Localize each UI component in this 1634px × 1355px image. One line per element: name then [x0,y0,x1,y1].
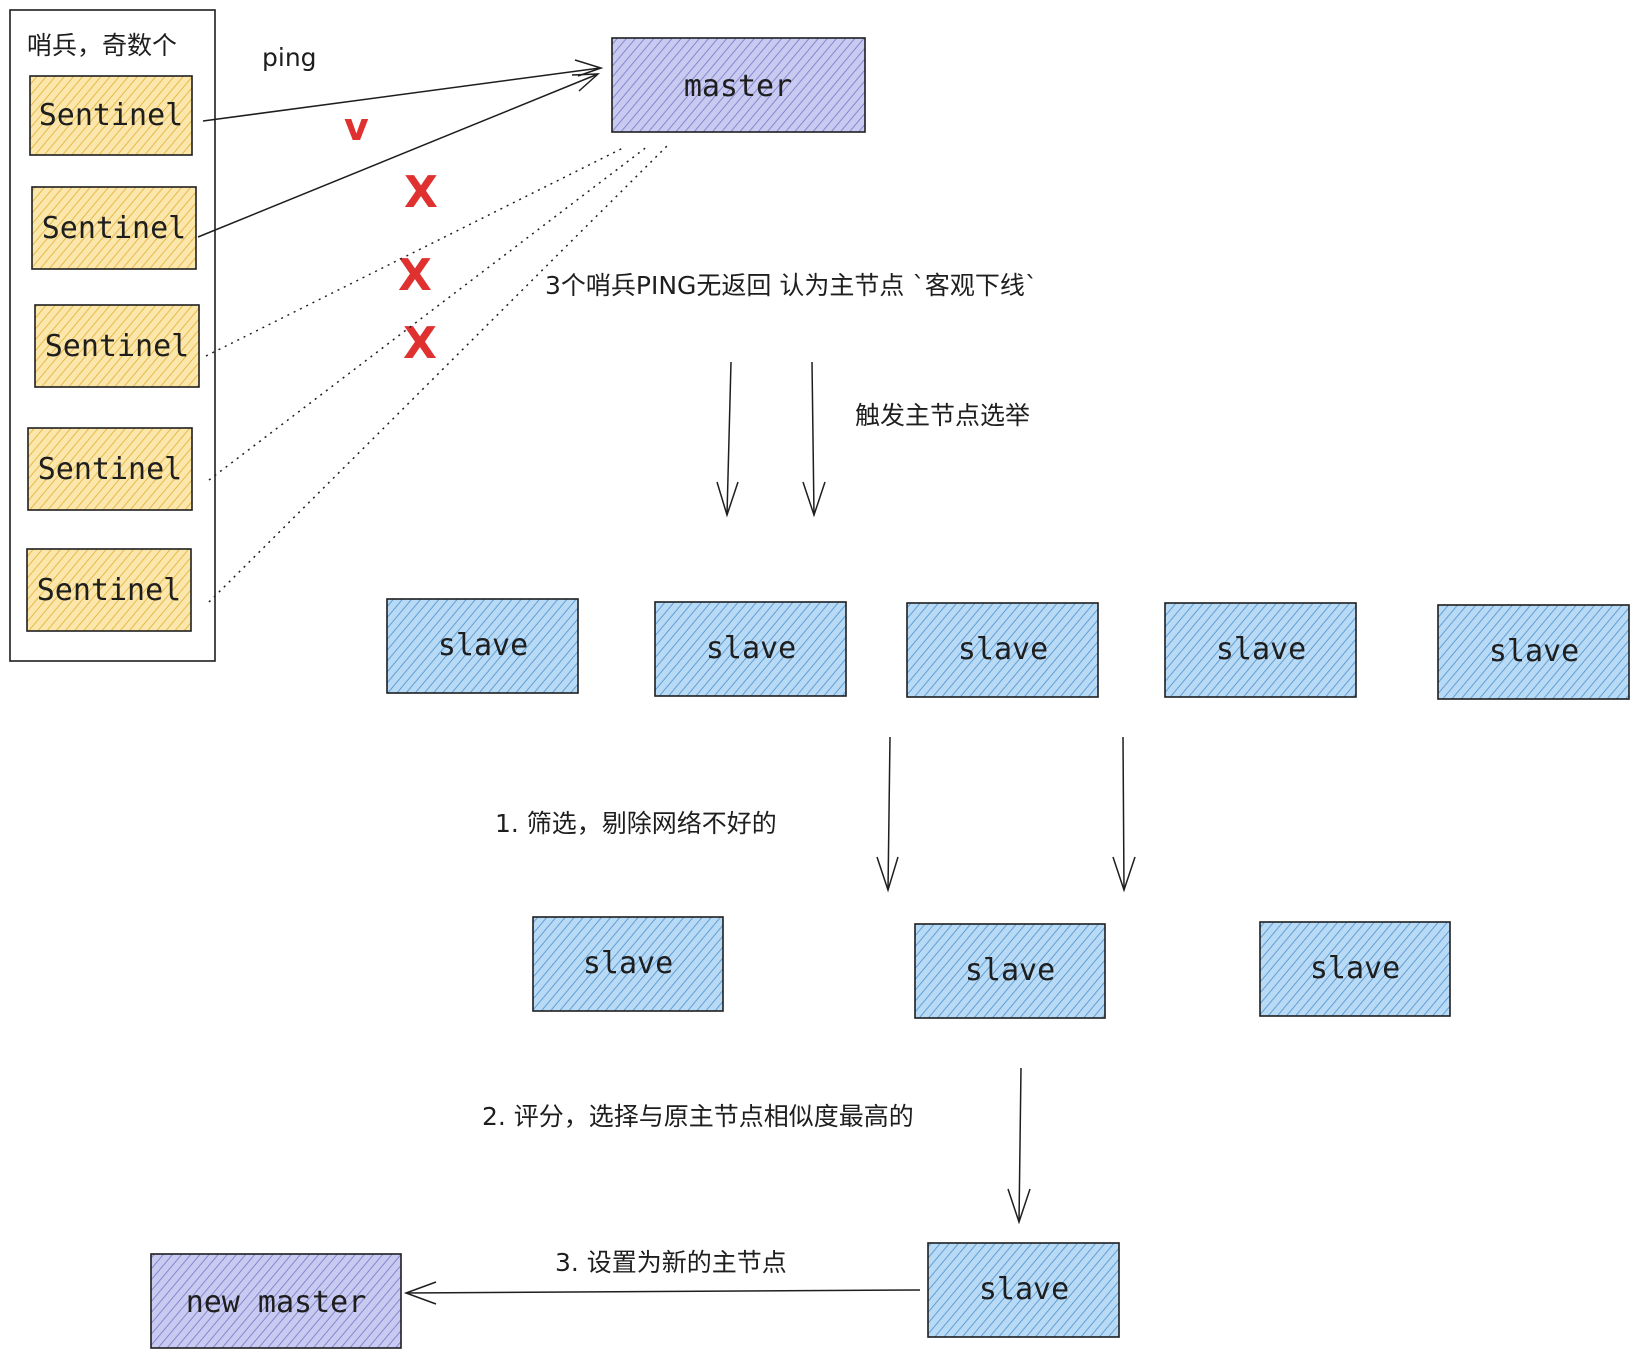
fail-mark-2: X [398,250,432,301]
master-node: master [611,37,866,133]
slave-row1-5: slave [1437,604,1630,700]
sentinel-5: Sentinel [26,548,192,632]
slave-row1-3: slave [906,602,1099,698]
selected-slave-label: slave [979,1272,1069,1307]
slave-row1-1: slave [386,598,579,694]
objective-down-note: 3个哨兵PING无返回 认为主节点 `客观下线` [545,271,1037,300]
promote-arrow [403,1281,921,1305]
ping-arrow-failed-2 [208,145,649,481]
ping-arrow-2 [197,73,601,238]
ping-arrow-failed-3 [208,145,668,603]
slave-row2-1: slave [532,916,724,1012]
slave-row1-2-label: slave [706,631,796,666]
step2-note: 2. 评分，选择与原主节点相似度最高的 [482,1102,914,1131]
slave-row2-3: slave [1259,921,1451,1017]
fail-mark-1: X [404,167,438,218]
election-arrow-1 [716,361,739,518]
sentinel-1: Sentinel [29,75,193,156]
new-master-label: new master [186,1285,367,1320]
sentinel-5-label: Sentinel [37,573,182,608]
trigger-election-note: 触发主节点选举 [855,401,1030,430]
slave-row2-1-label: slave [583,946,673,981]
slave-row2-2-label: slave [965,953,1055,988]
slave-row2-3-label: slave [1310,951,1400,986]
ping-arrow-failed-1 [205,146,626,357]
slave-row1-4-label: slave [1216,632,1306,667]
sentinel-2: Sentinel [31,186,197,270]
ok-mark: v [344,105,369,149]
slave-row1-1-label: slave [438,628,528,663]
ping-label: ping [262,43,317,72]
sentinel-4: Sentinel [27,427,193,511]
filter-arrow-2 [1112,736,1136,893]
sentinel-1-label: Sentinel [39,98,184,133]
slave-row1-5-label: slave [1489,634,1579,669]
sentinel-3: Sentinel [34,304,200,388]
sentinel-group-title: 哨兵，奇数个 [27,31,177,60]
selected-slave: slave [927,1242,1120,1338]
slave-row1-3-label: slave [958,632,1048,667]
sentinel-group-frame [9,9,216,662]
step3-note: 3. 设置为新的主节点 [555,1248,787,1277]
sentinel-4-label: Sentinel [38,452,183,487]
slave-row1-2: slave [654,601,847,697]
filter-arrow-1 [876,736,899,893]
fail-mark-3: X [403,318,437,369]
slave-row2-2: slave [914,923,1106,1019]
slave-row1-4: slave [1164,602,1357,698]
score-arrow [1007,1067,1031,1225]
election-arrow-2 [802,361,826,518]
step1-note: 1. 筛选，剔除网络不好的 [495,809,777,838]
sentinel-2-label: Sentinel [42,211,187,246]
ping-arrow-1 [202,59,604,122]
master-label: master [684,69,792,104]
new-master-node: new master [150,1253,402,1349]
sentinel-3-label: Sentinel [45,329,190,364]
